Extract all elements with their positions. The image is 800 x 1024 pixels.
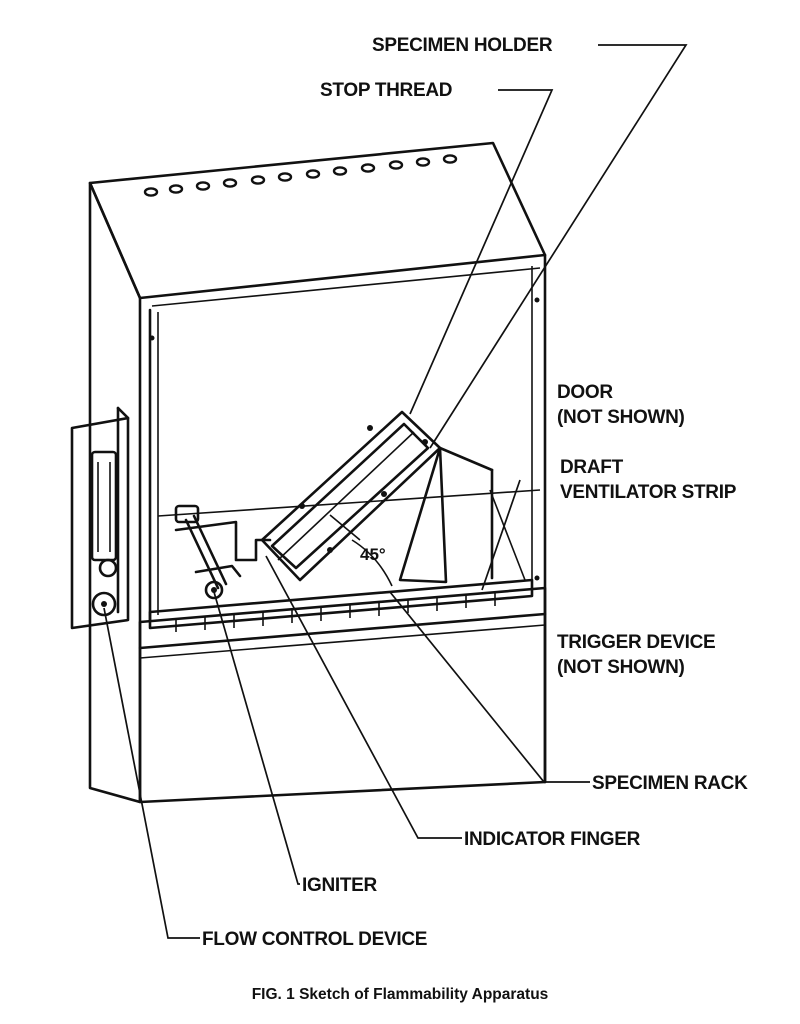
label-draft-line1: DRAFT: [560, 457, 624, 478]
label-igniter: IGNITER: [302, 875, 378, 896]
vent-holes: [143, 154, 458, 197]
label-trigger-note: (NOT SHOWN): [557, 657, 685, 678]
label-draft-line2: VENTILATOR STRIP: [560, 482, 737, 503]
label-door: DOOR: [557, 382, 613, 403]
draft-ventilator-strip: [148, 578, 534, 632]
leader-lines: [103, 44, 688, 939]
figure-caption: FIG. 1 Sketch of Flammability Apparatus: [252, 986, 549, 1003]
cabinet: [88, 141, 547, 804]
igniter-assembly: [174, 504, 272, 600]
label-door-note: (NOT SHOWN): [557, 407, 685, 428]
label-specimen-rack: SPECIMEN RACK: [592, 773, 748, 794]
label-trigger-device: TRIGGER DEVICE: [557, 632, 715, 653]
angle-label: 45°: [360, 545, 386, 564]
label-indicator-finger: INDICATOR FINGER: [464, 829, 641, 850]
label-stop-thread: STOP THREAD: [320, 80, 452, 101]
label-specimen-holder: SPECIMEN HOLDER: [372, 35, 553, 56]
label-flow-control-device: FLOW CONTROL DEVICE: [202, 929, 427, 950]
flow-control-unit: [70, 406, 130, 630]
